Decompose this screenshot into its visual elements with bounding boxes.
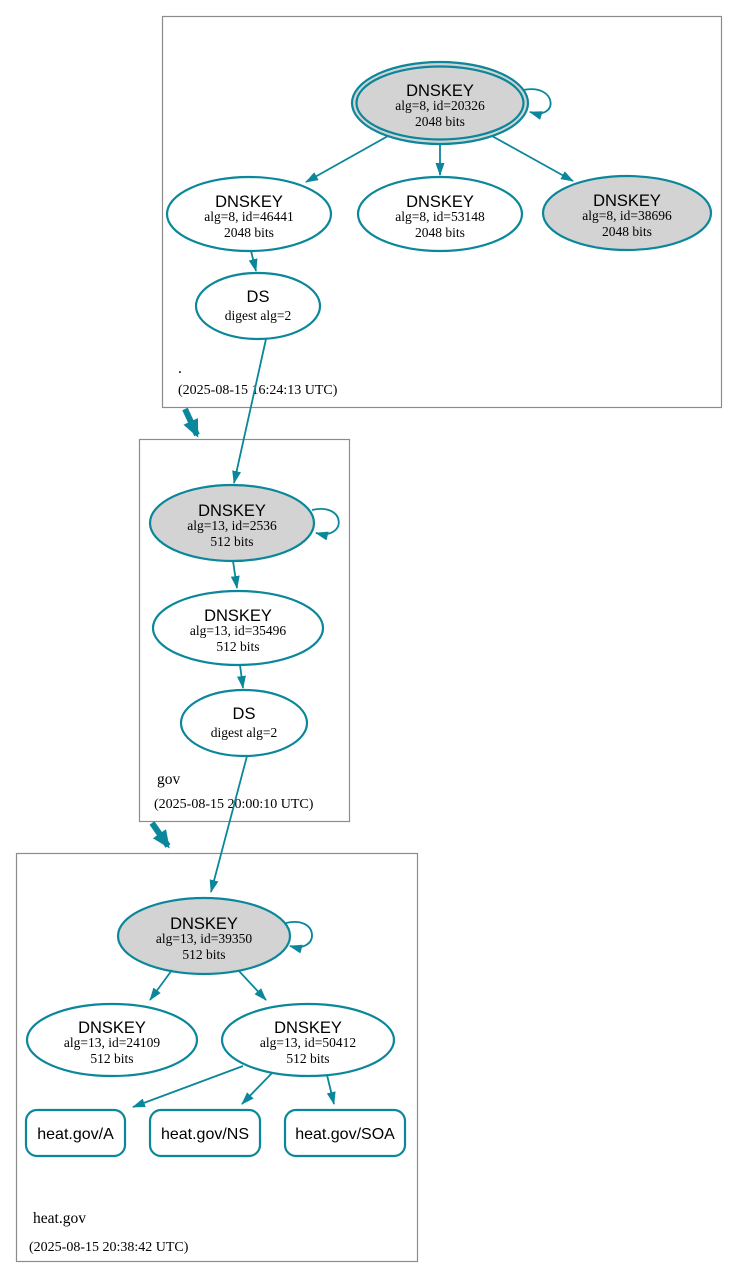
node-detail: 2048 bits (415, 225, 465, 240)
edge-root-ksk-to-46441 (305, 135, 389, 183)
dnskey-ellipse (220, 1002, 396, 1078)
zone-label-gov: gov (157, 771, 181, 788)
node-title: DNSKEY (204, 607, 272, 625)
node-detail: 512 bits (210, 534, 253, 549)
dnskey-ellipse (25, 1002, 199, 1078)
node-detail: alg=13, id=35496 (190, 623, 286, 638)
dnskey-ellipse (148, 483, 316, 563)
node-root-key-46441[interactable]: DNSKEY alg=8, id=46441 2048 bits (165, 175, 333, 253)
node-detail: alg=13, id=50412 (260, 1035, 356, 1050)
ds-ellipse (179, 688, 309, 758)
node-title: DNSKEY (406, 82, 474, 100)
dnskey-ellipse (356, 175, 524, 253)
zone-label-root: . (178, 360, 182, 377)
node-detail: 512 bits (90, 1051, 133, 1066)
node-detail: alg=8, id=53148 (395, 209, 485, 224)
zone-label-heat-gov: heat.gov (33, 1210, 86, 1227)
rrset-box (148, 1108, 262, 1158)
edge-root-ksk-self-sign (522, 88, 552, 120)
zone-border-root (161, 15, 723, 409)
node-rrset-heat-gov-ns[interactable]: heat.gov/NS (148, 1108, 262, 1158)
node-detail: alg=13, id=24109 (64, 1035, 160, 1050)
node-detail: digest alg=2 (211, 725, 277, 740)
zone-cluster-heat-gov: heat.gov (2025-08-15 20:38:42 UTC) DNSKE… (15, 852, 419, 1263)
dnskey-ellipse (541, 174, 713, 252)
edge-heat-zsk-to-rrset-ns (241, 1072, 273, 1105)
rrset-label: heat.gov/SOA (295, 1126, 395, 1143)
zone-cluster-root: . (2025-08-15 16:24:13 UTC) DNSKEY alg=8… (161, 15, 723, 409)
node-detail: 2048 bits (602, 224, 652, 239)
edge-zone-cut-gov-to-heat (149, 821, 171, 849)
node-detail: alg=13, id=39350 (156, 931, 252, 946)
node-detail: 2048 bits (224, 225, 274, 240)
rrset-box (24, 1108, 127, 1158)
node-rrset-heat-gov-soa[interactable]: heat.gov/SOA (283, 1108, 407, 1158)
node-gov-zsk[interactable]: DNSKEY alg=13, id=35496 512 bits (151, 589, 325, 667)
node-detail: 512 bits (216, 639, 259, 654)
node-title: DS (233, 705, 256, 723)
node-gov-ksk[interactable]: DNSKEY alg=13, id=2536 512 bits (148, 483, 316, 563)
edge-gov-ds-to-heat-ksk (209, 755, 248, 893)
edge-heat-ksk-self-sign (285, 921, 313, 954)
node-title: DS (247, 288, 270, 306)
edge-heat-zsk-to-rrset-a (132, 1065, 244, 1108)
node-detail: alg=8, id=46441 (204, 209, 293, 224)
dnskey-ellipse (165, 175, 333, 253)
edge-heat-ksk-to-24109 (149, 969, 173, 1001)
node-title: DNSKEY (170, 915, 238, 933)
rrset-box (283, 1108, 407, 1158)
edge-zone-cut-root-to-gov (182, 407, 200, 438)
node-detail: 512 bits (286, 1051, 329, 1066)
edge-root-ds-to-gov-ksk (232, 338, 267, 484)
node-detail: alg=13, id=2536 (187, 518, 277, 533)
node-heat-key-24109[interactable]: DNSKEY alg=13, id=24109 512 bits (25, 1002, 199, 1078)
edge-root-ksk-to-38696 (491, 135, 574, 182)
edge-46441-to-root-ds (248, 250, 258, 272)
node-detail: alg=8, id=38696 (582, 208, 672, 223)
edges (132, 88, 574, 1108)
node-root-key-38696[interactable]: DNSKEY alg=8, id=38696 2048 bits (541, 174, 713, 252)
edge-heat-zsk-to-rrset-soa (326, 1074, 336, 1105)
dnskey-ellipse-inner (355, 65, 525, 141)
node-detail: digest alg=2 (225, 308, 291, 323)
node-root-ksk[interactable]: DNSKEY alg=8, id=20326 2048 bits (350, 60, 530, 146)
rrset-label: heat.gov/A (37, 1126, 114, 1143)
edge-heat-ksk-to-zsk (237, 969, 267, 1001)
dnskey-ellipse (151, 589, 325, 667)
node-title: DNSKEY (78, 1019, 146, 1037)
rrset-label: heat.gov/NS (161, 1126, 249, 1143)
edge-gov-ksk-self-sign (311, 508, 340, 541)
dnskey-ellipse (116, 896, 292, 976)
node-title: DNSKEY (198, 502, 266, 520)
node-title: DNSKEY (274, 1019, 342, 1037)
edge-gov-ksk-to-zsk (230, 560, 240, 589)
node-rrset-heat-gov-a[interactable]: heat.gov/A (24, 1108, 127, 1158)
node-title: DNSKEY (593, 192, 661, 210)
node-title: DNSKEY (215, 193, 283, 211)
zone-timestamp-root: (2025-08-15 16:24:13 UTC) (178, 383, 338, 398)
node-detail: 2048 bits (415, 114, 465, 129)
zone-border-heat-gov (15, 852, 419, 1263)
node-detail: 512 bits (182, 947, 225, 962)
node-heat-zsk[interactable]: DNSKEY alg=13, id=50412 512 bits (220, 1002, 396, 1078)
edge-gov-zsk-to-ds (236, 664, 246, 689)
node-detail: alg=8, id=20326 (395, 98, 485, 113)
node-root-key-53148[interactable]: DNSKEY alg=8, id=53148 2048 bits (356, 175, 524, 253)
ds-ellipse (194, 271, 322, 341)
node-title: DNSKEY (406, 193, 474, 211)
node-gov-ds[interactable]: DS digest alg=2 (179, 688, 309, 758)
node-root-ds[interactable]: DS digest alg=2 (194, 271, 322, 341)
node-heat-ksk[interactable]: DNSKEY alg=13, id=39350 512 bits (116, 896, 292, 976)
zone-timestamp-heat-gov: (2025-08-15 20:38:42 UTC) (29, 1240, 189, 1255)
